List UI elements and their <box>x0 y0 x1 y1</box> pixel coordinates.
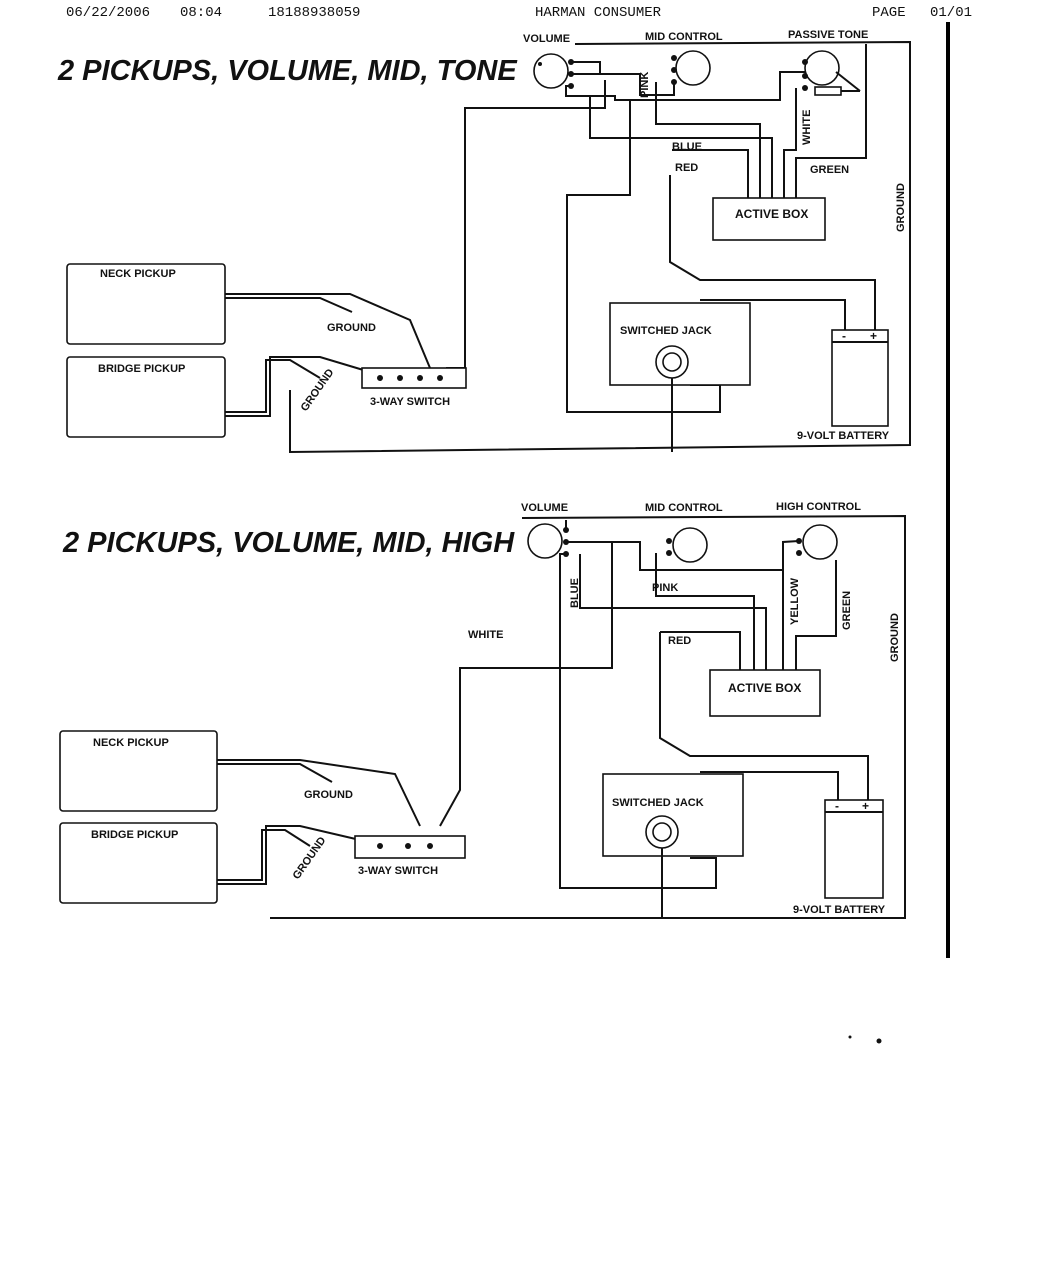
wire-blue <box>672 149 749 198</box>
diagram-bottom: 2 PICKUPS, VOLUME, MID, HIGH VOLUME MID … <box>59 501 906 919</box>
volume-pot <box>533 53 574 89</box>
wire-volume-top <box>571 61 601 74</box>
wire-pink <box>571 73 675 96</box>
bridge-pickup-label: BRIDGE PICKUP <box>98 363 185 375</box>
active-box-label-bottom: ACTIVE BOX <box>728 681 801 695</box>
volume-pot-bottom <box>527 523 569 559</box>
wire-pink <box>655 553 755 670</box>
fax-time: 08:04 <box>180 5 222 21</box>
wire-neck-ground <box>225 297 353 313</box>
wire-red <box>669 175 876 330</box>
wire-red-battery <box>659 632 869 800</box>
passive-tone-label: PASSIVE TONE <box>788 29 868 41</box>
wire-battery-minus <box>700 299 846 330</box>
ground-neck-label-bottom: GROUND <box>304 789 353 801</box>
wire-red-box <box>660 631 741 670</box>
diagram-top-title: 2 PICKUPS, VOLUME, MID, TONE <box>57 55 518 87</box>
wire-mid-box <box>655 82 761 198</box>
wire-green <box>795 560 837 670</box>
fax-number: 18188938059 <box>268 5 360 21</box>
switch-label-bottom: 3-WAY SWITCH <box>358 865 438 877</box>
speck <box>876 1038 882 1044</box>
diagram-bottom-title: 2 PICKUPS, VOLUME, MID, HIGH <box>62 527 515 559</box>
volume-label: VOLUME <box>523 33 570 45</box>
red-label: RED <box>675 162 698 174</box>
battery-plus: + <box>870 329 877 343</box>
passive-tone-pot <box>802 50 861 96</box>
battery-label: 9-VOLT BATTERY <box>797 430 890 442</box>
ground-bus-top <box>289 40 911 454</box>
red-label-bottom: RED <box>668 635 691 647</box>
three-way-switch <box>361 367 467 389</box>
wire-neck-ground-bottom <box>217 763 333 783</box>
mid-control-pot-bottom <box>666 527 708 563</box>
ground-right-label: GROUND <box>895 183 907 232</box>
bridge-pickup-bottom <box>59 822 218 904</box>
bridge-pickup-label-bottom: BRIDGE PICKUP <box>91 829 178 841</box>
fax-header: 06/22/2006 08:04 18188938059 HARMAN CONS… <box>66 5 972 21</box>
neck-pickup-label: NECK PICKUP <box>100 268 176 280</box>
speck <box>848 1035 852 1039</box>
wire-bridge-ground <box>225 359 321 413</box>
battery-minus: - <box>842 329 846 343</box>
fax-page-label: PAGE <box>872 5 906 21</box>
pink-label: PINK <box>639 72 651 98</box>
wire-neck-hot-bottom <box>217 759 421 827</box>
active-box-label: ACTIVE BOX <box>735 207 808 221</box>
volume-label-bottom: VOLUME <box>521 502 568 514</box>
blue-label-bottom: BLUE <box>569 578 581 608</box>
wire-bridge-ground-bottom <box>217 829 311 881</box>
mid-control-label-bottom: MID CONTROL <box>645 502 723 514</box>
wire-vol-box-1 <box>589 96 773 198</box>
wire-neck-hot <box>225 293 431 369</box>
battery-plus-bottom: + <box>862 799 869 813</box>
wire-green <box>795 44 867 198</box>
high-control-label: HIGH CONTROL <box>776 501 861 513</box>
neck-pickup <box>66 263 226 345</box>
fax-date: 06/22/2006 <box>66 5 150 21</box>
pink-label-bottom: PINK <box>652 582 678 594</box>
white-label-bottom: WHITE <box>468 629 503 641</box>
wire-blue <box>579 554 767 670</box>
wire-bridge-hot <box>225 356 371 417</box>
ground-bus-bottom <box>270 514 906 919</box>
wire-white-to-switch <box>446 80 606 369</box>
neck-pickup-bottom <box>59 730 218 812</box>
active-box-bottom <box>709 669 821 717</box>
ground-bridge-label: GROUND <box>299 367 337 414</box>
battery-bottom <box>824 799 884 899</box>
wire-battery-minus-bottom <box>700 771 839 800</box>
wire-bridge-hot-bottom <box>217 825 361 885</box>
switched-jack-label-bottom: SWITCHED JACK <box>612 797 704 809</box>
green-label: GREEN <box>810 164 849 176</box>
diagram-top: 2 PICKUPS, VOLUME, MID, TONE VOLUME MID … <box>57 29 911 454</box>
bridge-pickup <box>66 356 226 438</box>
green-label-bottom: GREEN <box>841 591 853 630</box>
active-box <box>712 197 826 241</box>
fax-page-number: 01/01 <box>930 5 972 21</box>
battery <box>831 329 889 427</box>
blue-label: BLUE <box>672 141 702 153</box>
mid-control-pot <box>671 50 711 86</box>
ground-bridge-label-bottom: GROUND <box>291 835 329 882</box>
neck-pickup-label-bottom: NECK PICKUP <box>93 737 169 749</box>
battery-label-bottom: 9-VOLT BATTERY <box>793 904 886 916</box>
wire-white <box>783 88 797 198</box>
fax-company: HARMAN CONSUMER <box>535 5 662 21</box>
ground-neck-label: GROUND <box>327 322 376 334</box>
yellow-label: YELLOW <box>789 577 801 625</box>
switched-jack-label: SWITCHED JACK <box>620 325 712 337</box>
wire-white-to-switch <box>439 542 613 827</box>
white-label: WHITE <box>801 110 813 145</box>
wire-vol-link <box>566 540 800 571</box>
switch-label: 3-WAY SWITCH <box>370 396 450 408</box>
wire-tone-link <box>565 71 805 101</box>
wire-blue-jack <box>559 553 717 889</box>
mid-control-label: MID CONTROL <box>645 31 723 43</box>
high-control-pot <box>796 524 838 560</box>
battery-minus-bottom: - <box>835 799 839 813</box>
ground-right-label-bottom: GROUND <box>889 613 901 662</box>
